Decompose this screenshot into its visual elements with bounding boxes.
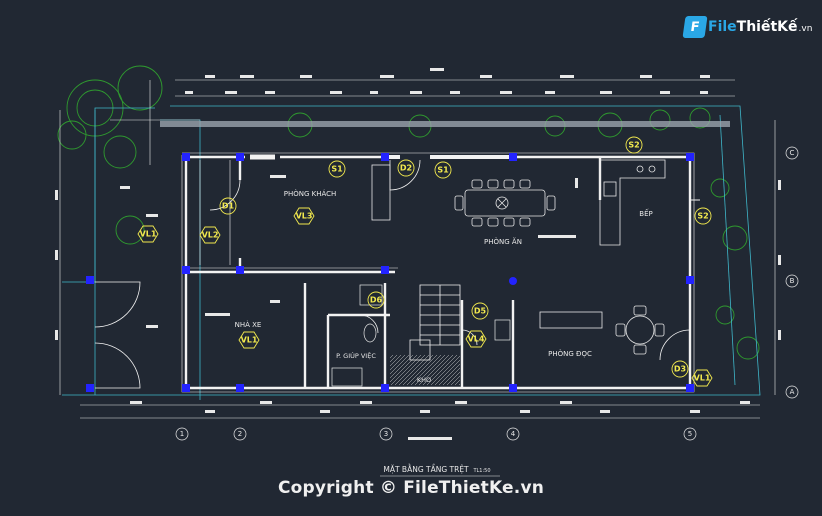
walls bbox=[184, 154, 700, 390]
room-label-living: PHÒNG KHÁCH bbox=[284, 189, 337, 198]
axis-bubbles bbox=[175, 146, 799, 441]
logo-name-part-a: File bbox=[708, 19, 737, 35]
staircase bbox=[409, 284, 461, 361]
kitchen-counter bbox=[371, 159, 666, 246]
axis-label-4: 4 bbox=[511, 430, 516, 438]
logo-tld: .vn bbox=[798, 24, 813, 34]
room-label-dining: PHÒNG ĂN bbox=[484, 237, 522, 246]
drawing-title: MẶT BẰNG TẦNG TRỆT bbox=[383, 464, 469, 474]
roof-edge bbox=[160, 121, 730, 127]
tag-s2-side: S2 bbox=[697, 212, 708, 221]
axis-label-5: 5 bbox=[688, 430, 692, 438]
bathroom-fixtures bbox=[331, 284, 511, 387]
axis-label-1: 1 bbox=[180, 430, 184, 438]
tag-s1-living: S1 bbox=[331, 165, 343, 174]
tag-vl3: VL3 bbox=[296, 212, 313, 221]
tag-circles bbox=[219, 136, 712, 378]
study-round-table bbox=[615, 305, 665, 355]
axis-label-c: C bbox=[790, 149, 795, 157]
tag-hexagons bbox=[137, 207, 713, 387]
tag-vl1-yard: VL1 bbox=[140, 230, 157, 239]
tag-d6: D6 bbox=[370, 296, 383, 305]
drawing-scale: TL1:50 bbox=[472, 468, 490, 474]
axis-label-b: B bbox=[790, 277, 795, 285]
room-label-study: PHÒNG ĐỌC bbox=[548, 349, 592, 358]
dimension-text-marks bbox=[55, 68, 781, 440]
doors bbox=[94, 159, 691, 389]
tag-vl1-garage: VL1 bbox=[241, 336, 258, 345]
tag-d5: D5 bbox=[474, 307, 487, 316]
tag-s2-kitchen: S2 bbox=[628, 141, 639, 150]
axis-label-2: 2 bbox=[238, 430, 242, 438]
landscape-trees bbox=[57, 65, 760, 360]
axis-label-3: 3 bbox=[384, 430, 388, 438]
copyright-watermark: Copyright © FileThietKe.vn bbox=[277, 478, 545, 498]
room-label-maid: P. GIÚP VIỆC bbox=[336, 351, 376, 360]
tag-d2: D2 bbox=[400, 164, 412, 173]
storage-hatch bbox=[390, 355, 460, 385]
room-label-storage: KHO bbox=[417, 376, 431, 384]
columns bbox=[86, 153, 694, 392]
tag-s1-dining: S1 bbox=[437, 166, 449, 175]
room-label-kitchen: BẾP bbox=[639, 208, 652, 218]
tag-d3: D3 bbox=[674, 365, 686, 374]
study-desk bbox=[539, 311, 603, 329]
tag-vl1-study: VL1 bbox=[694, 374, 711, 383]
logo-badge: F bbox=[682, 16, 708, 38]
filethietke-logo: F FileThiếtKế .vn bbox=[682, 14, 813, 40]
room-label-garage: NHÀ XE bbox=[235, 320, 262, 329]
dimension-lines bbox=[59, 79, 776, 419]
axis-label-a: A bbox=[790, 388, 795, 396]
tag-vl4: VL4 bbox=[468, 335, 485, 344]
tag-d1: D1 bbox=[222, 202, 235, 211]
logo-name-part-b: ThiếtKế bbox=[736, 19, 798, 35]
dining-table bbox=[454, 179, 556, 227]
logo-name: FileThiếtKế bbox=[708, 19, 798, 35]
tag-vl2: VL2 bbox=[202, 231, 219, 240]
